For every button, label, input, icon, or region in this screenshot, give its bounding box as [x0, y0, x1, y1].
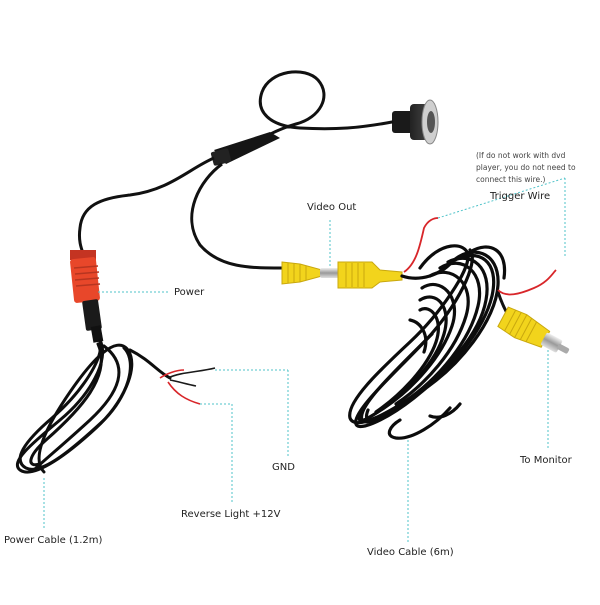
label-to-monitor: To Monitor — [520, 455, 572, 466]
power-cable-coil — [16, 338, 172, 474]
label-trigger-wire: Trigger Wire — [490, 191, 551, 202]
trigger-wire-icon — [403, 217, 439, 273]
video-out-rca-icon — [281, 261, 403, 289]
trigger-note-line-3: connect this wire.) — [476, 175, 546, 184]
power-wire-leads — [159, 367, 216, 405]
label-power: Power — [174, 287, 205, 298]
splitter-module — [210, 132, 280, 166]
trigger-wire-note: (If do not work with dvd player, you do … — [476, 150, 576, 186]
label-video-cable: Video Cable (6m) — [367, 547, 454, 558]
trigger-wire-right — [497, 269, 557, 296]
label-power-cable: Power Cable (1.2m) — [4, 535, 103, 546]
label-reverse-light: Reverse Light +12V — [181, 509, 281, 520]
trigger-note-line-1: (If do not work with dvd — [476, 151, 566, 160]
to-monitor-rca-icon — [497, 306, 570, 354]
video-lead-cable — [190, 162, 283, 270]
leader-lines — [43, 177, 566, 543]
label-video-out: Video Out — [307, 202, 357, 213]
trigger-note-line-2: player, you do not need to — [476, 163, 576, 172]
camera-lead-cable — [258, 70, 394, 140]
video-cable-coil — [348, 244, 507, 440]
power-lead-cable — [78, 156, 215, 257]
power-connector-icon — [70, 250, 104, 343]
camera-icon — [392, 99, 439, 145]
label-gnd: GND — [272, 462, 295, 473]
